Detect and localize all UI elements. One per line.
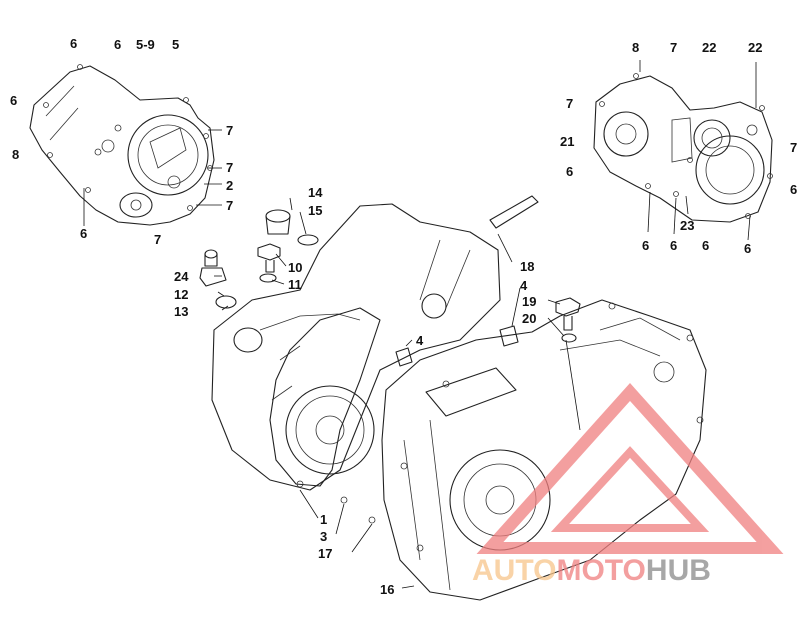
callout-6: 6 [642,238,649,253]
callout-6: 6 [80,226,87,241]
callout-5: 5 [172,37,179,52]
callout-7: 7 [670,40,677,55]
callout-13: 13 [174,304,188,319]
callout-6: 6 [670,238,677,253]
watermark-triangle-icon [476,383,784,554]
callout-17: 17 [318,546,332,561]
callout-8: 8 [632,40,639,55]
callout-2: 2 [226,178,233,193]
callout-10: 10 [288,260,302,275]
callout-8: 8 [12,147,19,162]
callout-7: 7 [226,123,233,138]
callout-11: 11 [288,277,302,292]
callout-21: 21 [560,134,574,149]
callout-5-9: 5-9 [136,37,155,52]
watermark-part-auto: AUTO [472,554,556,587]
watermark-part-moto: MOTO [556,554,645,587]
callout-24: 24 [174,269,189,284]
watermark-logo: AUTOMOTOHUB [472,383,784,587]
callout-22: 22 [702,40,716,55]
callout-6: 6 [10,93,17,108]
callout-22: 22 [748,40,762,55]
left-side-cover [29,64,215,226]
watermark-part-hub: HUB [646,554,711,587]
callout-16: 16 [380,582,394,597]
callout-7: 7 [226,198,233,213]
callout-14: 14 [308,185,323,200]
callout-6: 6 [70,36,77,51]
callout-6: 6 [790,182,797,197]
callout-7: 7 [790,140,797,155]
callout-7: 7 [566,96,573,111]
callout-6: 6 [702,238,709,253]
callout-15: 15 [308,203,322,218]
callout-labels: 6 6 5-9 5 6 8 7 7 2 7 6 7 8 7 22 22 7 21… [10,36,797,597]
callout-3: 3 [320,529,327,544]
small-parts [199,195,581,367]
callout-1: 1 [320,512,327,527]
callout-23: 23 [680,218,694,233]
callout-4: 4 [520,278,528,293]
watermark-inner-shape-icon [550,446,710,532]
watermark-text: AUTOMOTOHUB [472,554,711,587]
callout-12: 12 [174,287,188,302]
callout-4: 4 [416,333,424,348]
leader-lines [83,60,757,589]
callout-7: 7 [226,160,233,175]
callout-20: 20 [522,311,536,326]
callout-6: 6 [114,37,121,52]
right-side-cover [593,73,773,223]
callout-19: 19 [522,294,536,309]
callout-6: 6 [566,164,573,179]
callout-6: 6 [744,241,751,256]
callout-7: 7 [154,232,161,247]
callout-18: 18 [520,259,534,274]
